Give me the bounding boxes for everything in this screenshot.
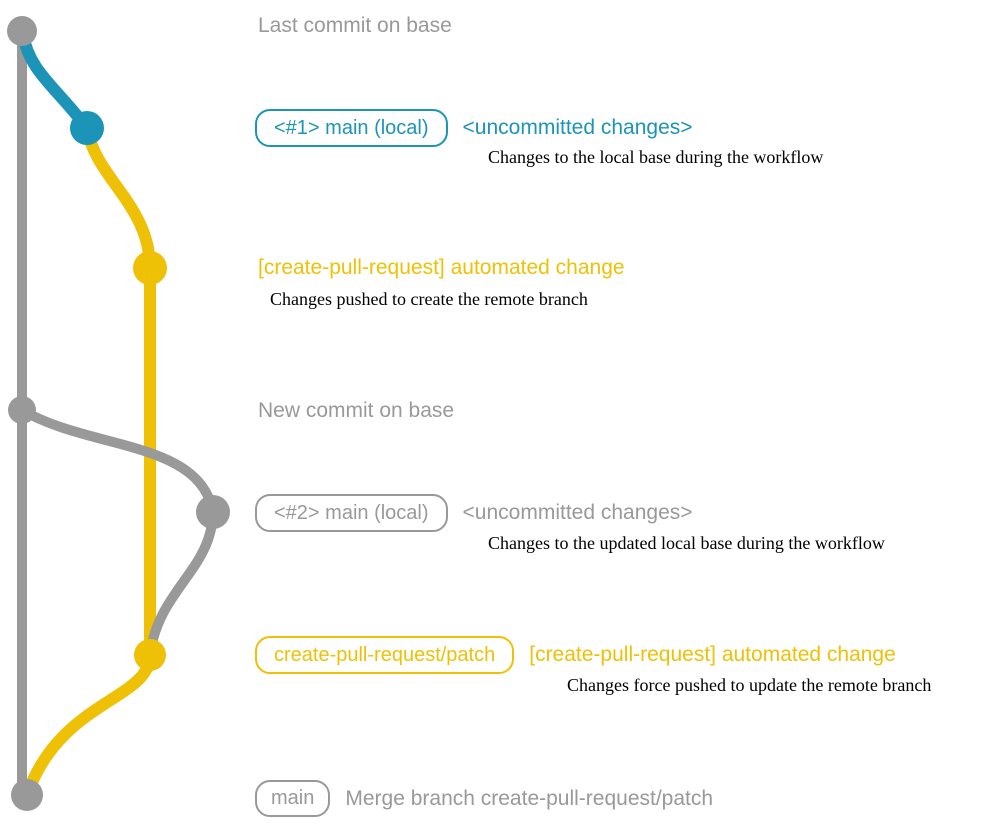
title-automated-change-2: [create-pull-request] automated change — [529, 643, 896, 666]
label-new-commit-on-base: New commit on base — [258, 399, 455, 422]
note-updated-local-base-changes: Changes to the updated local base during… — [488, 533, 885, 553]
commit-dot-merge — [11, 779, 43, 811]
row-merge: main Merge branch create-pull-request/pa… — [255, 780, 713, 817]
title-uncommitted-changes-2: <uncommitted changes> — [462, 501, 693, 524]
commit-dot-uncommitted-1 — [70, 111, 104, 145]
row-commit-2: <#2> main (local) <uncommitted changes> — [255, 494, 693, 532]
badge-create-pull-request-patch: create-pull-request/patch — [255, 636, 515, 674]
badge-main-local-2: <#2> main (local) — [255, 494, 448, 532]
badge-main: main — [255, 780, 331, 817]
rebase-line — [145, 507, 218, 660]
title-automated-change-1: [create-pull-request] automated change — [258, 256, 625, 279]
badge-main-local-1: <#1> main (local) — [255, 109, 448, 147]
note-push-create-remote: Changes pushed to create the remote bran… — [270, 289, 588, 309]
title-uncommitted-changes-1: <uncommitted changes> — [462, 116, 693, 139]
commit-dot-last-base — [7, 16, 37, 46]
row-force-push: create-pull-request/patch [create-pull-r… — [255, 636, 896, 674]
commit-dot-new-base — [8, 396, 36, 424]
label-last-commit-on-base: Last commit on base — [258, 14, 452, 37]
remote-branch-line — [21, 122, 156, 801]
note-local-base-changes: Changes to the local base during the wor… — [488, 147, 824, 167]
local-change-2-line — [17, 405, 218, 517]
commit-dot-uncommitted-2 — [196, 495, 230, 529]
row-commit-1: <#1> main (local) <uncommitted changes> — [255, 109, 693, 147]
note-force-push-update-remote: Changes force pushed to update the remot… — [567, 675, 932, 695]
label-merge-branch: Merge branch create-pull-request/patch — [345, 786, 714, 810]
commit-dot-automated-change-2 — [134, 639, 166, 671]
commit-dot-automated-change-1 — [133, 251, 167, 285]
